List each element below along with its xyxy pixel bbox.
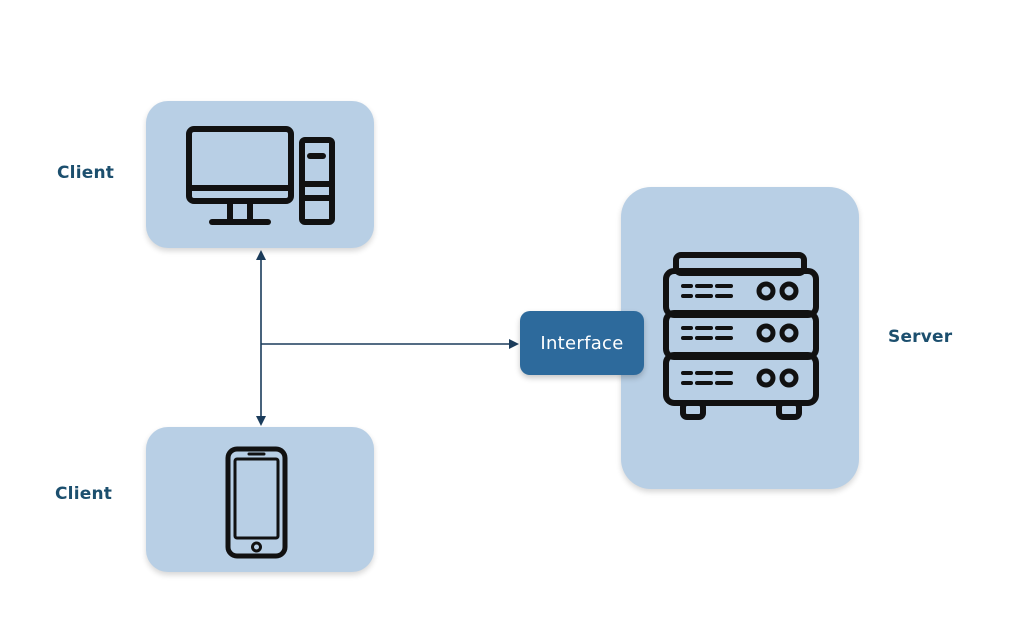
server-node — [621, 187, 859, 489]
interface-node: Interface — [520, 311, 644, 375]
server-rack-icon — [663, 252, 819, 420]
desktop-client-label: Client — [57, 163, 115, 183]
server-label: Server — [888, 327, 953, 347]
mobile-client-label: Client — [55, 484, 113, 504]
smartphone-icon — [225, 446, 288, 559]
desktop-computer-icon — [186, 126, 335, 225]
